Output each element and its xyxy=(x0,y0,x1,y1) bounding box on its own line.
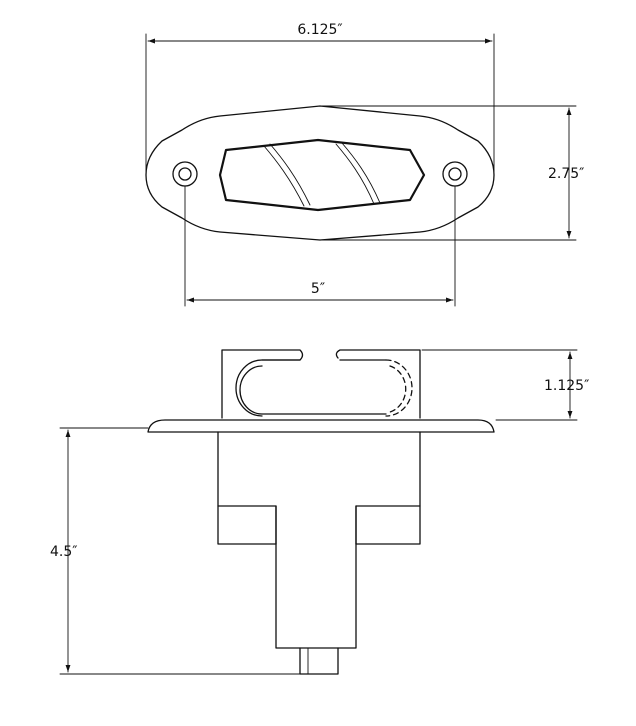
handle-opening xyxy=(218,138,426,212)
grip-line-right xyxy=(335,143,375,205)
body-step xyxy=(217,505,421,545)
grip-line-right-2 xyxy=(341,142,381,204)
dimension-label-depth: 4.5″ xyxy=(50,544,78,560)
dimension-label-hole-spacing: 5″ xyxy=(311,281,325,297)
side-flange xyxy=(147,419,495,433)
top-view: 6.125″ 2.75″ 5″ xyxy=(145,22,584,307)
dimension-label-width: 2.75″ xyxy=(548,166,584,182)
upper-housing-right xyxy=(335,349,421,419)
drain-stub xyxy=(299,647,339,675)
grip-line-left-2 xyxy=(269,143,311,206)
slot-hidden-inner xyxy=(389,365,407,413)
mounting-hole-right xyxy=(442,161,468,187)
mounting-hole-left xyxy=(172,161,198,187)
grip-line-left xyxy=(263,145,305,207)
mounting-hole-right-inner xyxy=(448,167,462,181)
side-view: 1.125″ 4.5″ xyxy=(50,349,589,675)
upper-housing xyxy=(221,349,304,419)
slot-hidden xyxy=(385,359,413,417)
mounting-hole-left-inner xyxy=(178,167,192,181)
slot-inner xyxy=(239,365,387,415)
body-outline xyxy=(217,431,421,649)
dimension-label-length: 6.125″ xyxy=(297,22,342,38)
flange-outline xyxy=(145,105,495,241)
dimension-label-top-height: 1.125″ xyxy=(544,378,589,394)
